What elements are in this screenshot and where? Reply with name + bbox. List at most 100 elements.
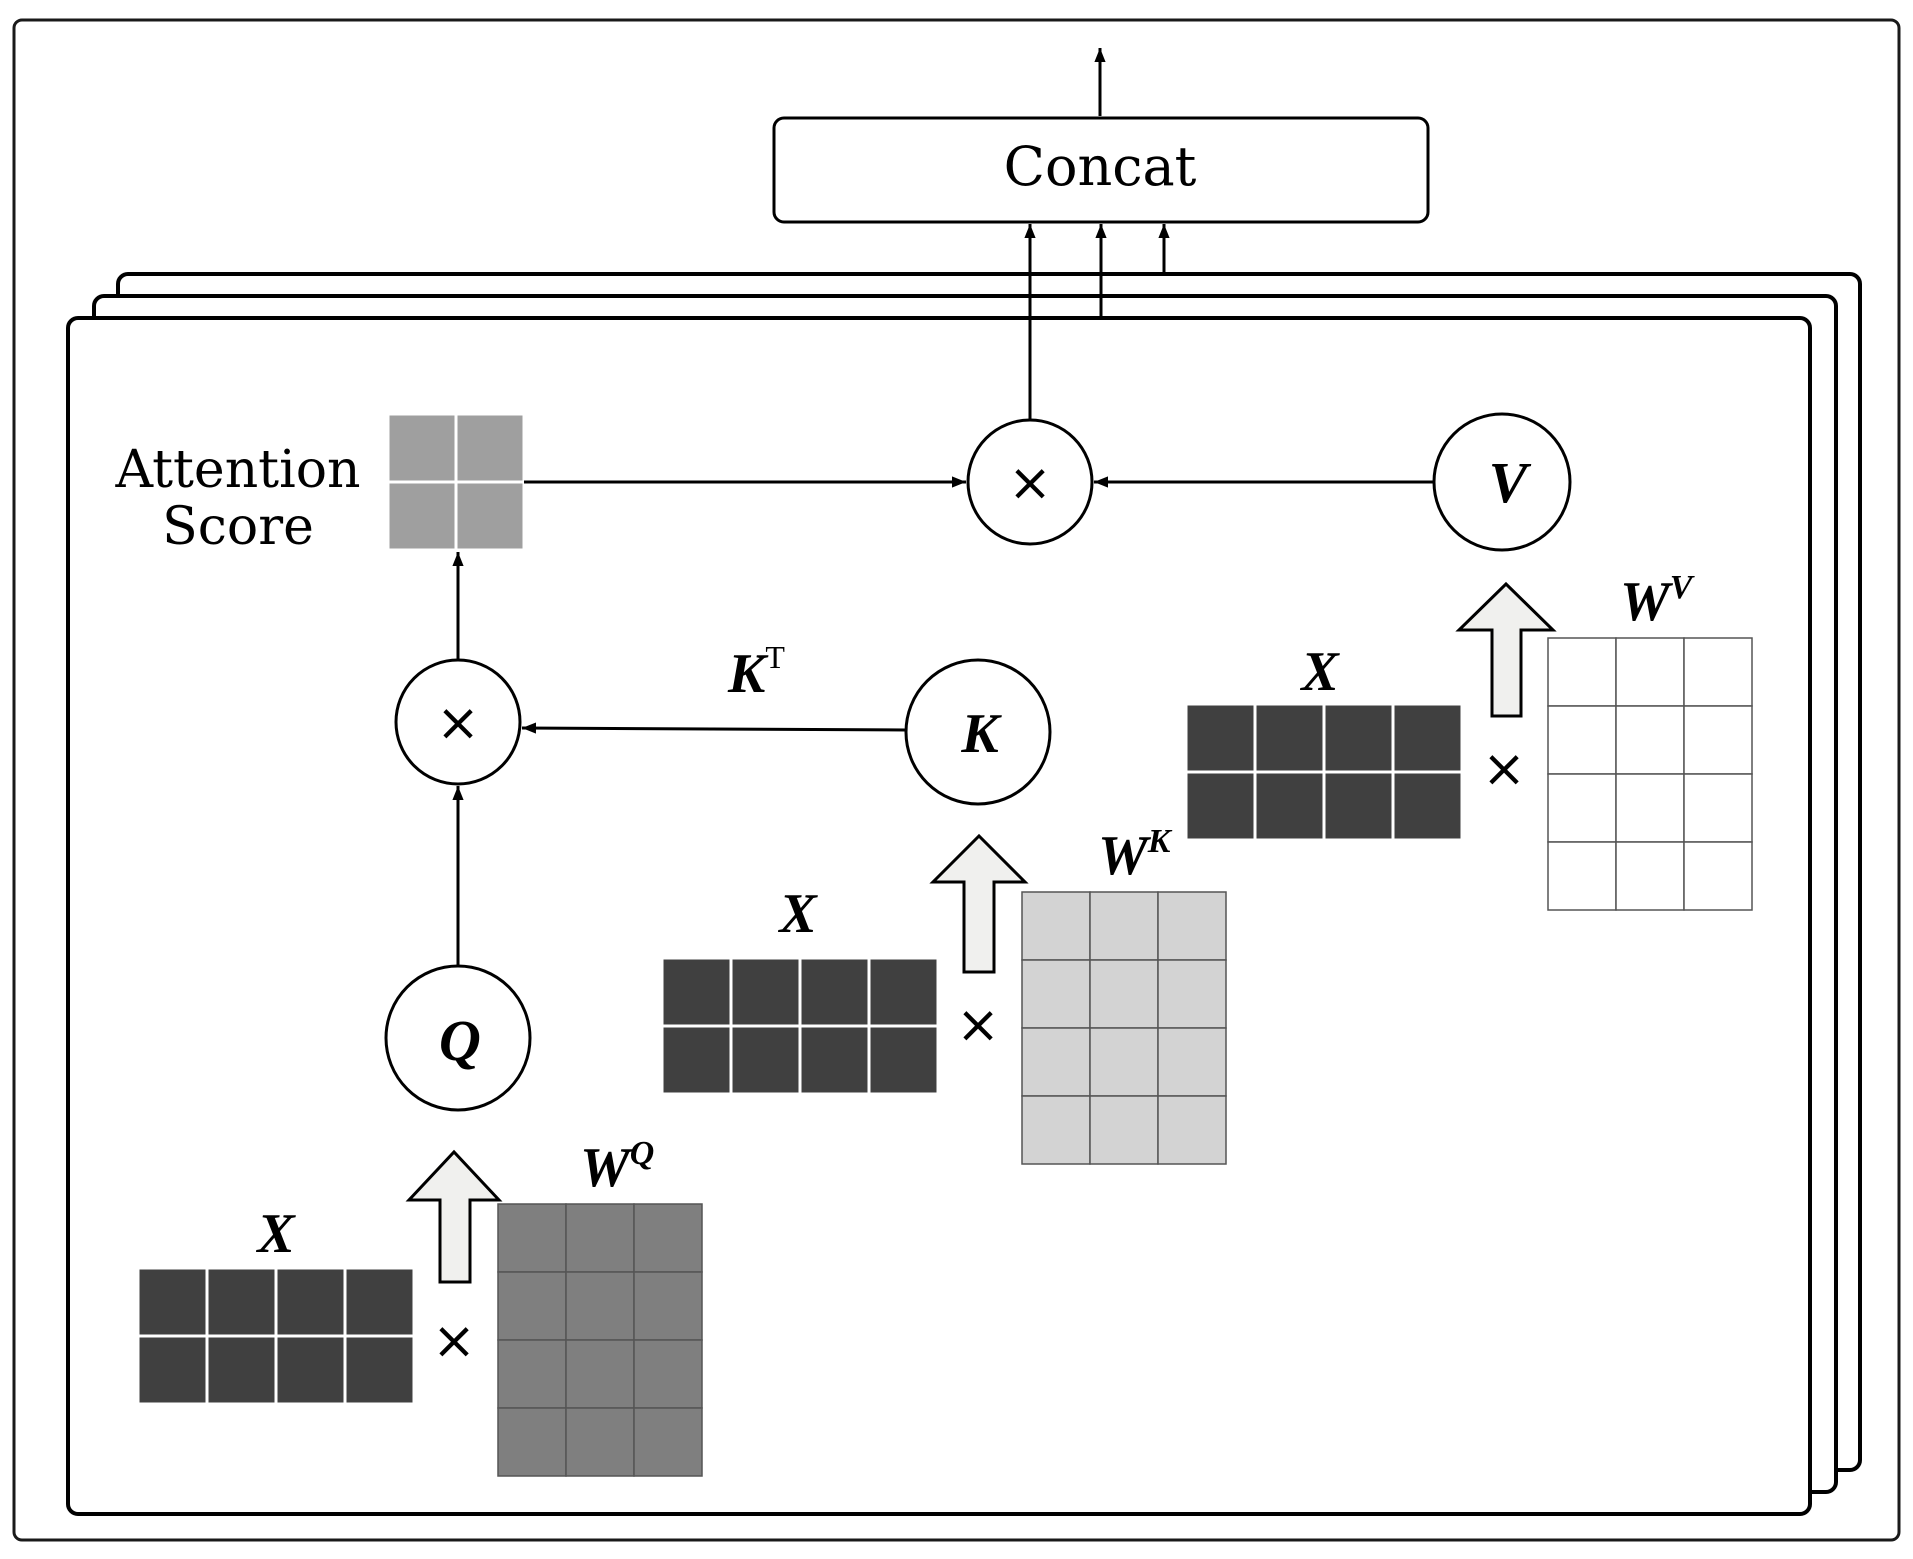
wv-matrix-cell: [1683, 841, 1753, 911]
wk-matrix-cell: [1157, 1095, 1227, 1165]
x-matrix-q-cell: [274, 1334, 347, 1406]
wk-matrix-cell: [1157, 1027, 1227, 1097]
wk-matrix-cell: [1021, 1095, 1091, 1165]
wv-matrix-cell: [1547, 705, 1617, 775]
wq-label-base: W: [580, 1137, 634, 1199]
wq-label: WQ: [580, 1135, 654, 1199]
x-matrix-k-cell: [798, 956, 871, 1028]
x-matrix-v-cell: [1391, 770, 1464, 842]
attention-matrix-cell: [454, 412, 526, 484]
multiply-node-top: [966, 418, 1094, 546]
x-matrix-v-cell: [1322, 702, 1395, 774]
q-node-label: Q: [439, 1008, 481, 1073]
wk-matrix-cell: [1089, 1027, 1159, 1097]
x-matrix-k-cell: [729, 956, 802, 1028]
multiply-symbol-top: ×: [1008, 453, 1052, 513]
x-matrix-k-cell: [660, 1024, 733, 1096]
wq-matrix-cell: [497, 1271, 567, 1341]
x-matrix-k: [660, 956, 940, 1096]
block-arrow-k: [929, 833, 1029, 974]
wv-matrix-cell: [1547, 841, 1617, 911]
attention-score-label-line1: Attention: [114, 440, 360, 500]
x-matrix-q: [136, 1266, 416, 1406]
block-arrow-q: [405, 1149, 503, 1284]
wq-matrix-cell: [565, 1271, 635, 1341]
x-matrix-q-cell: [205, 1266, 278, 1338]
wk-matrix-cell: [1021, 891, 1091, 961]
wq-matrix-cell: [633, 1271, 703, 1341]
wq-matrix-cell: [497, 1203, 567, 1273]
multiply-sign-v: ×: [1482, 739, 1526, 799]
x-label-v: X: [1299, 641, 1340, 703]
concat-box: [772, 116, 1430, 224]
wk-matrix-cell: [1021, 1027, 1091, 1097]
x-matrix-q-cell: [343, 1266, 416, 1338]
wv-label-sup: V: [1670, 569, 1695, 606]
wv-matrix-cell: [1615, 705, 1685, 775]
wq-matrix-cell: [633, 1407, 703, 1477]
x-label-k: X: [777, 883, 818, 945]
wk-matrix: [1021, 891, 1227, 1165]
q-node: [384, 964, 532, 1112]
attention-score-matrix: [386, 412, 526, 552]
multiply-node-lower: [394, 658, 522, 786]
multiply-sign-k: ×: [956, 995, 1000, 1055]
wk-label-base: W: [1098, 825, 1152, 887]
wv-matrix-cell: [1683, 637, 1753, 707]
attention-matrix-cell: [454, 480, 526, 552]
wv-matrix-cell: [1615, 773, 1685, 843]
x-matrix-q-cell: [343, 1334, 416, 1406]
x-matrix-k-cell: [867, 1024, 940, 1096]
k-node-label: K: [960, 703, 1002, 765]
wq-matrix: [497, 1203, 703, 1477]
x-matrix-k-cell: [660, 956, 733, 1028]
wq-matrix-cell: [633, 1339, 703, 1409]
wq-matrix-cell: [565, 1407, 635, 1477]
k-transpose-sup: T: [765, 639, 785, 675]
x-matrix-v-cell: [1253, 702, 1326, 774]
block-arrow-v: [1455, 581, 1557, 718]
x-matrix-k-cell: [729, 1024, 802, 1096]
x-matrix-v-cell: [1322, 770, 1395, 842]
wq-matrix-cell: [497, 1407, 567, 1477]
x-matrix-k-cell: [798, 1024, 871, 1096]
x-matrix-q-cell: [205, 1334, 278, 1406]
wv-matrix: [1547, 637, 1753, 911]
attention-matrix-cell: [386, 480, 458, 552]
wk-label: WK: [1098, 823, 1173, 887]
wv-matrix-cell: [1547, 637, 1617, 707]
x-matrix-v-cell: [1253, 770, 1326, 842]
x-matrix-v-cell: [1184, 770, 1257, 842]
x-matrix-q-cell: [274, 1266, 347, 1338]
wq-matrix-cell: [565, 1203, 635, 1273]
wv-matrix-cell: [1683, 773, 1753, 843]
attention-matrix-cell: [386, 412, 458, 484]
x-matrix-v-cell: [1391, 702, 1464, 774]
k-transpose-label: KT: [727, 639, 785, 705]
wq-label-sup: Q: [630, 1135, 655, 1172]
attention-score-label-line2: Score: [162, 497, 314, 557]
wk-matrix-cell: [1157, 959, 1227, 1029]
wk-matrix-cell: [1157, 891, 1227, 961]
x-matrix-q-cell: [136, 1334, 209, 1406]
wk-matrix-cell: [1021, 959, 1091, 1029]
v-node-label: V: [1489, 450, 1532, 515]
multiply-symbol-lower: ×: [436, 693, 480, 753]
wk-matrix-cell: [1089, 959, 1159, 1029]
wv-matrix-cell: [1615, 841, 1685, 911]
wq-matrix-cell: [565, 1339, 635, 1409]
wv-label-base: W: [1620, 571, 1674, 633]
x-matrix-k-cell: [867, 956, 940, 1028]
x-matrix-q-cell: [136, 1266, 209, 1338]
arrow-k-to-multiply: [521, 722, 907, 734]
wq-matrix-cell: [633, 1203, 703, 1273]
wk-matrix-cell: [1089, 1095, 1159, 1165]
x-label-q: X: [255, 1203, 296, 1265]
x-matrix-v-cell: [1184, 702, 1257, 774]
k-transpose-base: K: [727, 643, 769, 705]
wv-matrix-cell: [1615, 637, 1685, 707]
multiply-sign-q: ×: [432, 1311, 476, 1371]
concat-label: Concat: [1004, 135, 1197, 198]
wq-matrix-cell: [497, 1339, 567, 1409]
wv-label: WV: [1620, 569, 1695, 633]
